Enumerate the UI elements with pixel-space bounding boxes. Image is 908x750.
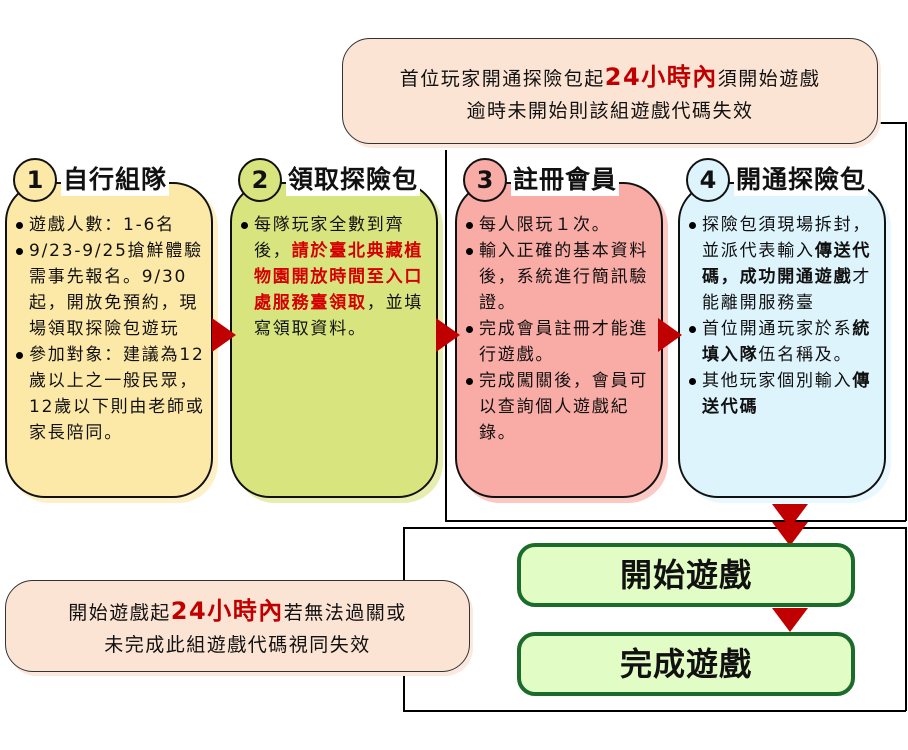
arrow-down-icon	[772, 608, 808, 632]
step-number-badge: 3	[463, 158, 507, 202]
text-segment: 參加對象：建議為12歲以上之一般民眾，12歲以下則由老師或家長陪同。	[29, 345, 205, 443]
frame-line	[905, 527, 907, 711]
arrow-right-icon	[212, 318, 236, 352]
bullet-item: 完成會員註冊才能進行遊戲。	[466, 316, 657, 368]
text-segment: 傳送代碼	[702, 371, 872, 417]
bullet-item: 輸入正確的基本資料後，系統進行簡訊驗證。	[466, 238, 657, 316]
step-bullets: 每人限玩１次。輸入正確的基本資料後，系統進行簡訊驗證。完成會員註冊才能進行遊戲。…	[466, 212, 657, 446]
bullet-item: 其他玩家個別輸入傳送代碼	[689, 368, 880, 420]
text-segment: 每隊玩家全數到齊後，	[254, 215, 405, 261]
step-card-2: 每隊玩家全數到齊後，請於臺北典藏植物園開放時間至入口處服務臺領取，並填寫領取資料…	[230, 182, 438, 498]
text-segment: 請於臺北典藏植物園開放時間至入口處服務臺領取	[254, 241, 424, 313]
text-segment: 每人限玩１次。	[479, 215, 611, 235]
step-number-badge: 4	[686, 158, 730, 202]
text-segment: 輸入正確的基本資料後，系統進行簡訊驗證。	[479, 241, 649, 313]
step-number-badge: 2	[238, 158, 282, 202]
frame-line	[905, 122, 907, 521]
frame-line	[878, 122, 906, 124]
text-segment: 須開始遊戲	[717, 68, 821, 90]
finish-game-box: 完成遊戲	[517, 632, 855, 696]
top-note-line2: 逾時未開始則該組遊戲代碼失效	[343, 95, 877, 127]
text-segment: 才能離開服務臺	[702, 267, 872, 313]
step-number-badge: 1	[13, 158, 57, 202]
text-segment: 統填入隊	[702, 319, 872, 365]
text-segment: 探險包須現場拆封，並派代表輸入	[702, 215, 872, 261]
text-segment: 若無法過關或	[283, 602, 407, 624]
bullet-item: 探險包須現場拆封，並派代表輸入傳送代碼，成功開通遊戲才能離開服務臺	[689, 212, 880, 316]
bullet-item: 9/23-9/25搶鮮體驗需事先報名。9/30起，開放免預約，現場領取探險包遊玩	[16, 238, 207, 342]
text-segment: 逾時未開始則該組遊戲代碼失效	[466, 100, 754, 122]
text-segment: 其他玩家個別輸入	[702, 371, 853, 391]
bullet-item: 每人限玩１次。	[466, 212, 657, 238]
arrow-right-icon	[658, 318, 682, 352]
text-segment: 伍名稱及。	[758, 345, 853, 365]
step-bullets: 每隊玩家全數到齊後，請於臺北典藏植物園開放時間至入口處服務臺領取，並填寫領取資料…	[241, 212, 432, 342]
arrow-right-icon	[436, 318, 460, 352]
text-segment: 完成會員註冊才能進行遊戲。	[479, 319, 649, 365]
start-game-box: 開始遊戲	[517, 543, 855, 607]
step-title: 領取探險包	[286, 164, 421, 196]
step-card-3: 每人限玩１次。輸入正確的基本資料後，系統進行簡訊驗證。完成會員註冊才能進行遊戲。…	[455, 182, 663, 498]
bullet-item: 遊戲人數：1-6名	[16, 212, 207, 238]
text-segment: ，並填寫領取資料。	[254, 293, 424, 339]
bullet-item: 完成闖關後，會員可以查詢個人遊戲紀錄。	[466, 368, 657, 446]
text-segment: 9/23-9/25搶鮮體驗需事先報名。9/30起，開放免預約，現場領取探險包遊玩	[29, 241, 203, 339]
text-segment: 開始遊戲起	[68, 602, 171, 624]
step-title: 註冊會員	[511, 164, 620, 196]
frame-line	[445, 520, 906, 522]
bottom-note-line2: 未完成此組遊戲代碼視同失效	[6, 629, 469, 661]
text-segment: 未完成此組遊戲代碼視同失效	[104, 634, 371, 656]
bullet-item: 參加對象：建議為12歲以上之一般民眾，12歲以下則由老師或家長陪同。	[16, 342, 207, 446]
step-title: 自行組隊	[61, 164, 170, 196]
text-segment: 首位玩家開通探險包起	[399, 68, 605, 90]
text-segment: 首位開通玩家於系	[702, 319, 853, 339]
bullet-item: 每隊玩家全數到齊後，請於臺北典藏植物園開放時間至入口處服務臺領取，並填寫領取資料…	[241, 212, 432, 342]
frame-line	[403, 710, 906, 712]
bottom-note: 開始遊戲起24小時內若無法過關或 未完成此組遊戲代碼視同失效	[5, 580, 470, 672]
step-bullets: 探險包須現場拆封，並派代表輸入傳送代碼，成功開通遊戲才能離開服務臺首位開通玩家於…	[689, 212, 880, 420]
top-note: 首位玩家開通探險包起24小時內須開始遊戲 逾時未開始則該組遊戲代碼失效	[342, 38, 878, 144]
text-segment: 傳送代碼，成功開通遊戲	[702, 241, 872, 287]
text-segment: 遊戲人數：1-6名	[29, 215, 175, 235]
step-card-1: 遊戲人數：1-6名 9/23-9/25搶鮮體驗需事先報名。9/30起，開放免預約，…	[5, 182, 213, 498]
step-title: 開通探險包	[734, 164, 869, 196]
text-segment: 24小時內	[604, 63, 718, 91]
step-bullets: 遊戲人數：1-6名 9/23-9/25搶鮮體驗需事先報名。9/30起，開放免預約，…	[16, 212, 207, 446]
step-card-4: 探險包須現場拆封，並派代表輸入傳送代碼，成功開通遊戲才能離開服務臺首位開通玩家於…	[678, 182, 886, 498]
text-segment: 24小時內	[170, 597, 284, 625]
frame-line	[403, 527, 906, 529]
bullet-item: 首位開通玩家於系統填入隊伍名稱及。	[689, 316, 880, 368]
arrow-down-icon	[772, 522, 808, 546]
top-note-line1: 首位玩家開通探險包起24小時內須開始遊戲	[343, 61, 877, 95]
text-segment: 完成闖關後，會員可以查詢個人遊戲紀錄。	[479, 371, 649, 443]
bottom-note-line1: 開始遊戲起24小時內若無法過關或	[6, 595, 469, 629]
